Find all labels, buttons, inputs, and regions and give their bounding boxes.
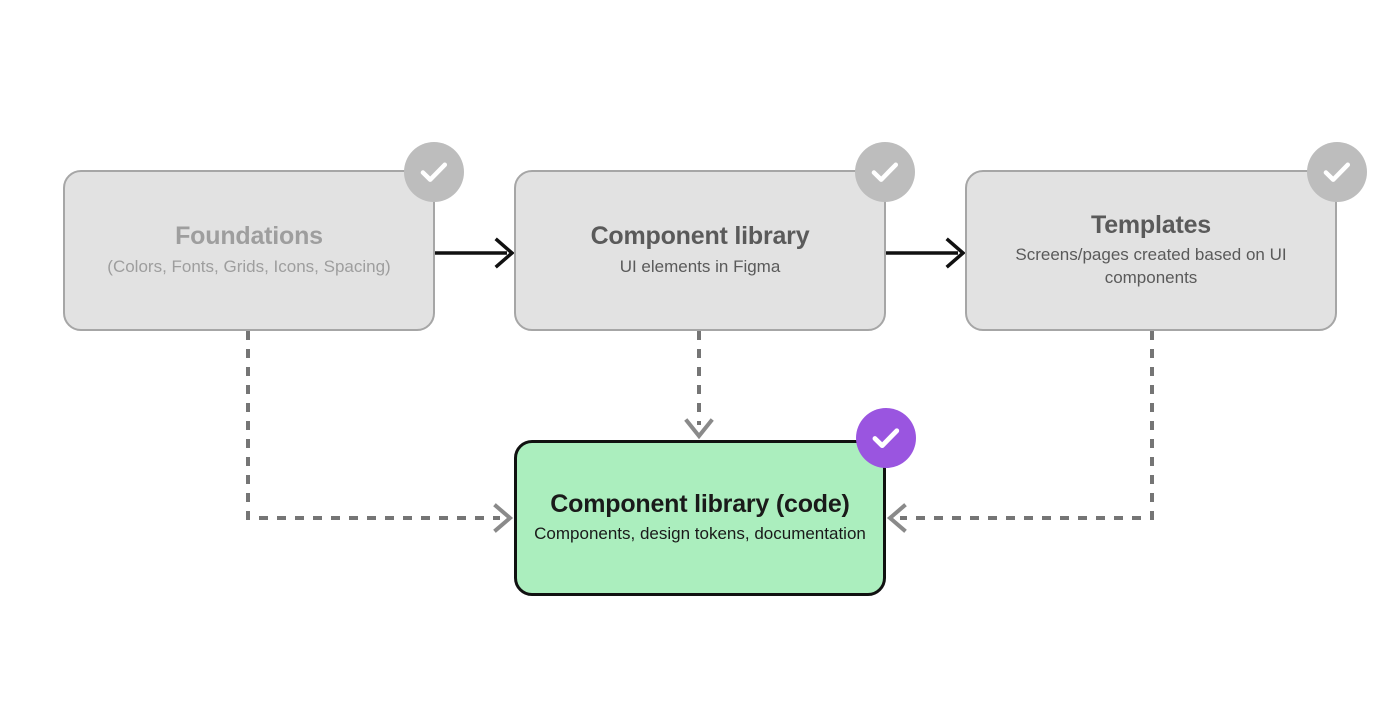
status-badge-component-library-code[interactable] [856,408,916,468]
node-component-library-subtitle: UI elements in Figma [619,256,781,276]
node-foundations-subtitle: (Colors, Fonts, Grids, Icons, Spacing) [107,256,391,276]
node-component-library-code-title: Component library (code) [550,489,850,518]
node-component-library[interactable]: Component library UI elements in Figma [514,170,886,331]
status-badge-templates[interactable] [1307,142,1367,202]
node-component-library-code-text: Component library (code) Components, des… [517,490,883,546]
status-badge-component-library[interactable] [855,142,915,202]
edge-component-library-to-component-library-code [684,331,714,440]
node-foundations-text: Foundations (Colors, Fonts, Grids, Icons… [65,222,433,278]
check-icon [1323,162,1351,182]
check-icon [871,162,899,182]
status-badge-foundations[interactable] [404,142,464,202]
node-component-library-title: Component library [590,222,810,251]
edge-component-library-to-templates [886,237,966,269]
node-templates-text: Templates Screens/pages created based on… [967,211,1335,290]
edge-foundations-to-component-library [435,237,515,269]
node-templates-title: Templates [1090,210,1211,239]
node-templates-subtitle: Screens/pages created based on UI compon… [1015,245,1287,288]
check-icon [420,162,448,182]
edge-templates-to-component-library-code [886,331,1154,533]
node-foundations[interactable]: Foundations (Colors, Fonts, Grids, Icons… [63,170,435,331]
node-component-library-text: Component library UI elements in Figma [516,222,884,278]
node-component-library-code[interactable]: Component library (code) Components, des… [514,440,886,596]
check-icon [872,428,900,449]
edge-foundations-to-component-library-code [246,331,514,533]
node-component-library-code-subtitle: Components, design tokens, documentation [534,524,866,544]
node-foundations-title: Foundations [175,222,323,251]
node-templates[interactable]: Templates Screens/pages created based on… [965,170,1337,331]
